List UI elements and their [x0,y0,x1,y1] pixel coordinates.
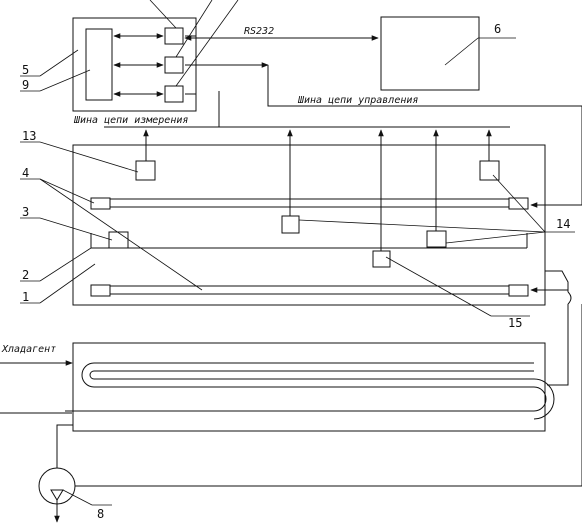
control-bus-wire [267,65,582,107]
control-unit: 6 [380,16,516,91]
control-bus-caption: Шина цепи управления [297,95,418,106]
label-15: 15 [508,316,522,330]
label-1: 1 [22,290,29,304]
pump-8 [38,467,76,505]
pump-symbol [50,489,64,501]
sensor-14-right [426,230,447,248]
label-group-left: 4 3 2 1 [20,166,203,304]
label-14: 14 [556,217,570,231]
pipe-bend [567,291,572,305]
label-3-leader [39,217,113,241]
control-unit-box [380,16,480,91]
label-5: 5 [22,63,29,77]
label-4: 4 [22,166,29,180]
label-14-leader-a [492,174,546,233]
label-4-leader-b [39,178,203,291]
sensor-14-middle [281,215,300,234]
measurement-unit [72,0,239,112]
label-3: 3 [22,205,29,219]
label-group-15: 15 [385,256,530,330]
label-14-leader-b [298,219,546,233]
control-bus: Шина цепи управления [196,62,582,107]
pipe-elbow [545,270,569,292]
refrigerant-caption: Хладагент [1,344,56,355]
label-2-leader [39,247,92,282]
lower-rail-left-holder [90,284,111,297]
sensor-13 [135,160,156,181]
label-group-5-9: 5 9 [20,49,91,92]
label-9-leader [39,69,91,92]
rs232-link: RS232 [184,26,379,41]
label-8: 8 [97,507,104,521]
label-15-leader [385,256,492,317]
pump-circuit: 8 [38,304,582,523]
leader-module-middle [175,0,213,58]
sensor-15 [372,250,391,268]
cooling-coil-outer [65,362,547,412]
cooling-bath: Хладагент [0,342,555,432]
label-1-leader [39,263,96,304]
right-piping [530,106,582,386]
module-middle [164,56,184,74]
test-chamber: 13 [20,129,546,306]
module-top [164,27,184,45]
label-6-leader [444,37,479,66]
lower-rail-right-holder [508,284,529,297]
label-4-leader-a [39,178,95,204]
module-bottom [164,85,184,103]
upper-rail-left-holder [90,197,111,210]
cooling-coil-inner [89,370,555,420]
pipe-to-bath [547,304,569,386]
label-group-14: 14 [298,174,575,244]
label-2: 2 [22,268,29,282]
measurement-bus-caption: Шина цепи измерения [73,115,188,126]
pipe-to-upper-rail [530,106,582,208]
sensor-14-top [479,160,500,181]
label-6: 6 [494,22,501,36]
label-8-leader [62,489,93,506]
leader-module-top [149,0,177,29]
label-13-leader [39,141,139,173]
measurement-bus: Шина цепи измерения [73,91,510,128]
label-13: 13 [22,129,36,143]
label-5-leader [39,49,79,77]
label-9: 9 [22,78,29,92]
rs232-caption: RS232 [244,26,274,37]
pump-return-pipe [75,304,582,487]
controller-block [85,28,113,101]
label-14-leader-c [445,231,546,244]
leader-module-bottom [175,0,239,87]
pump-suction-pipe [56,424,73,468]
